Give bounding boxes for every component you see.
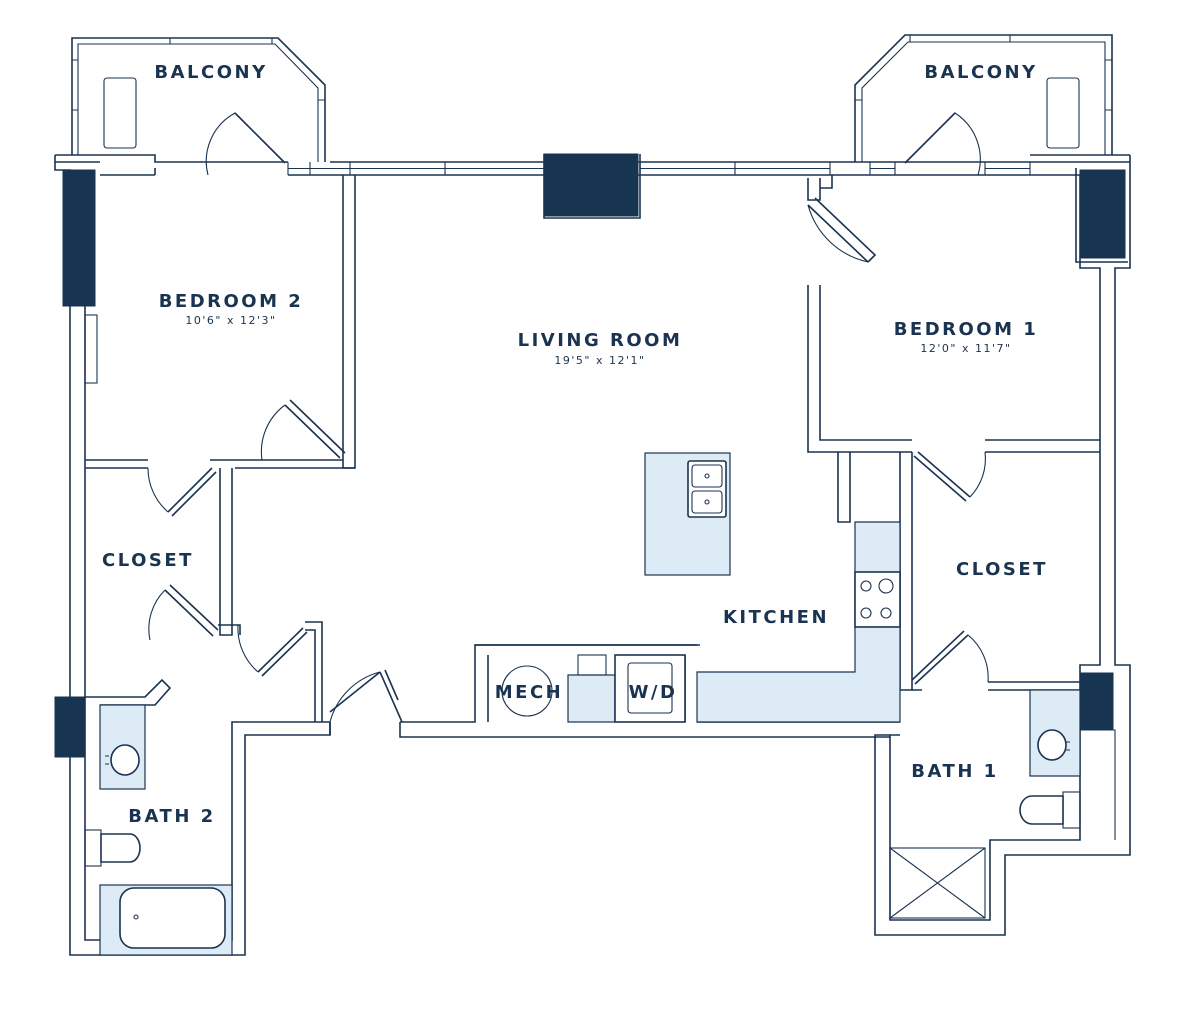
label-bath-1: BATH 1 <box>911 761 998 782</box>
door-swings <box>147 112 989 723</box>
bathtub-icon <box>119 887 226 949</box>
toilet-icon <box>100 833 141 863</box>
label-bath-2: BATH 2 <box>128 806 215 827</box>
balcony-right-railing <box>854 34 1113 162</box>
interior-walls <box>85 175 1100 722</box>
shower-icon <box>889 847 986 919</box>
kitchen-counter <box>696 521 901 723</box>
toilet-icon-2 <box>1019 795 1064 825</box>
dims-bedroom-2: 10'6" x 12'3" <box>185 314 276 327</box>
label-mech: MECH <box>495 682 563 703</box>
double-sink-icon <box>687 460 727 518</box>
label-wd: W/D <box>629 682 678 703</box>
label-kitchen: KITCHEN <box>723 607 829 628</box>
label-bedroom-2: BEDROOM 2 <box>159 291 304 312</box>
washer-dryer-icon <box>614 654 686 723</box>
exterior-walls <box>54 154 1131 956</box>
bath-fixtures <box>84 689 1116 956</box>
stove-icon <box>854 571 901 628</box>
sink-icon-2 <box>1037 729 1067 761</box>
label-closet-left: CLOSET <box>102 550 194 571</box>
dims-bedroom-1: 12'0" x 11'7" <box>920 342 1011 355</box>
water-heater-icon <box>501 665 553 717</box>
dims-living-room: 19'5" x 12'1" <box>554 354 645 367</box>
room-labels: BALCONY BALCONY BEDROOM 2 10'6" x 12'3" … <box>102 62 1048 827</box>
label-balcony-left: BALCONY <box>154 62 267 83</box>
kitchen-fixtures <box>475 452 901 723</box>
sink-icon <box>110 744 140 776</box>
label-balcony-right: BALCONY <box>924 62 1037 83</box>
label-bedroom-1: BEDROOM 1 <box>894 319 1039 340</box>
structural-columns <box>54 153 1128 758</box>
balcony-left-railing <box>71 37 326 162</box>
label-living-room: LIVING ROOM <box>518 330 683 351</box>
label-closet-right: CLOSET <box>956 559 1048 580</box>
